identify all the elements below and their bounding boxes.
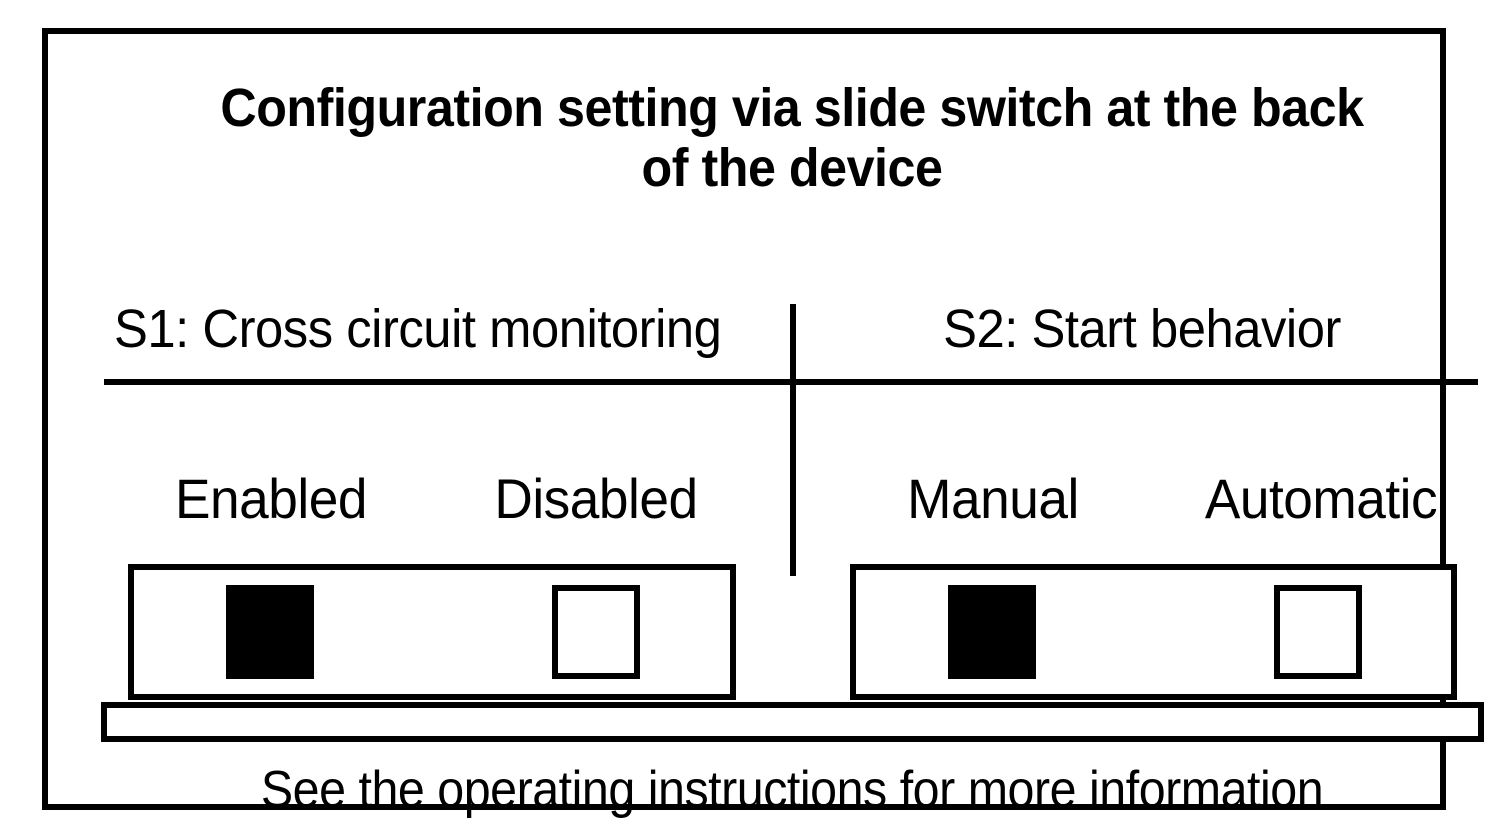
option-label-s2-automatic: Automatic — [1204, 467, 1438, 530]
slide-switch-bar[interactable] — [101, 702, 1484, 742]
switch-toggle-s2-automatic[interactable] — [1274, 585, 1362, 679]
switch-toggle-s1-enabled[interactable] — [226, 585, 314, 679]
switch-toggle-s1-disabled[interactable] — [552, 585, 640, 679]
column-divider-rule — [790, 304, 796, 576]
switch-header-s1: S1: Cross circuit monitoring — [114, 299, 722, 359]
footer-note: See the operating instructions for more … — [260, 761, 1324, 819]
switch-header-s2: S2: Start behavior — [943, 299, 1341, 359]
option-label-s2-manual: Manual — [907, 467, 1079, 530]
option-label-s1-enabled: Enabled — [175, 467, 367, 530]
page-title: Configuration setting via slide switch a… — [220, 78, 1364, 199]
switch-housing-s1 — [128, 564, 736, 700]
switch-toggle-s2-manual[interactable] — [948, 585, 1036, 679]
option-label-s1-disabled: Disabled — [494, 467, 698, 530]
switch-housing-s2 — [850, 564, 1457, 700]
panel-outer-frame: Configuration setting via slide switch a… — [42, 28, 1484, 816]
